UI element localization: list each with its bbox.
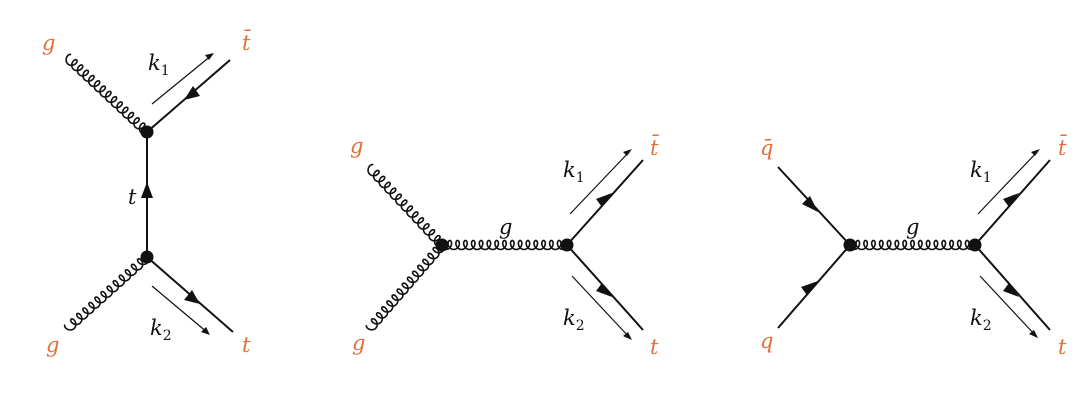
momentum-k1-symbol: k [148,51,161,75]
vertex-left [435,238,449,252]
label-in-bottom: g [352,331,365,355]
momentum-arrowhead-k1 [205,53,214,60]
vertex-left [843,238,857,252]
label-in-bottom: g [46,333,59,357]
label-in-top: q̄ [760,136,773,160]
top-arrow [184,290,200,304]
label-propagator: g [906,215,919,239]
momentum-k2-symbol: k [150,316,163,340]
label-out-top: t̄ [1058,134,1067,160]
vertex-top [140,125,154,139]
quark-arrow [801,281,818,295]
vertex-bottom [140,250,154,264]
top-arrow [1003,283,1019,297]
label-in-bottom: q [760,329,773,353]
label-propagator: t [128,185,137,209]
momentum-k2-symbol: k [563,306,576,330]
momentum-k1-symbol: k [563,158,576,182]
diagram-s-channel-quark: q̄ q t̄ t g k1 k2 [760,134,1067,359]
gluon-line-in-bottom [365,240,445,331]
antitop-arrow [184,86,200,100]
momentum-k1-subscript: 1 [576,170,585,186]
label-out-top: t̄ [242,29,251,55]
momentum-arrow-k1 [569,150,631,215]
momentum-k2-subscript: 2 [163,328,172,344]
label-momentum-k1: k1 [148,51,170,79]
momentum-arrowhead-k1 [1031,149,1040,156]
momentum-k2-subscript: 2 [983,318,992,334]
label-momentum-k2: k2 [563,306,585,334]
diagram-s-channel-gluon: g g t̄ t g k1 k2 [350,134,659,359]
gluon-line-in-bottom [63,252,150,331]
label-momentum-k1: k1 [970,158,992,186]
momentum-arrowhead-k2 [1029,330,1038,338]
label-out-bottom: t [242,333,251,357]
incoming-quark-line [777,244,851,329]
label-in-top: g [42,31,55,55]
momentum-k2-symbol: k [970,306,983,330]
momentum-k1-subscript: 1 [983,170,992,186]
momentum-k2-subscript: 2 [576,318,585,334]
label-momentum-k2: k2 [150,316,172,344]
antitop-arrow [1003,193,1019,207]
momentum-arrow-k2 [979,275,1037,337]
momentum-arrowhead-k2 [201,327,210,335]
label-propagator: g [499,215,512,239]
vertex-right [968,238,982,252]
label-in-top: g [350,134,363,158]
momentum-k1-subscript: 1 [161,63,170,79]
diagram-t-channel: g g t̄ t t k1 k2 [42,29,251,357]
gluon-propagator [847,239,978,251]
antitop-arrow [596,193,612,207]
momentum-arrow-k2 [571,275,631,339]
gluon-line-in-top [367,163,447,248]
outgoing-antitop-line [974,159,1051,246]
top-arrow [596,283,612,297]
propagator-arrow [141,182,153,198]
outgoing-top-line [974,244,1051,331]
vertex-right [560,238,574,252]
momentum-arrow-k2 [151,285,209,334]
antiquark-arrow [802,196,818,212]
momentum-arrow-k1 [977,150,1039,215]
label-momentum-k1: k1 [563,158,585,186]
gluon-propagator [439,239,570,251]
label-out-top: t̄ [650,134,659,160]
gluon-line-in-top [65,53,152,135]
momentum-arrowhead-k2 [623,332,632,340]
label-out-bottom: t [650,335,659,359]
momentum-k1-symbol: k [970,158,983,182]
label-out-bottom: t [1058,335,1067,359]
momentum-arrow-k1 [151,54,213,105]
label-momentum-k2: k2 [970,306,992,334]
momentum-arrowhead-k1 [623,149,632,156]
